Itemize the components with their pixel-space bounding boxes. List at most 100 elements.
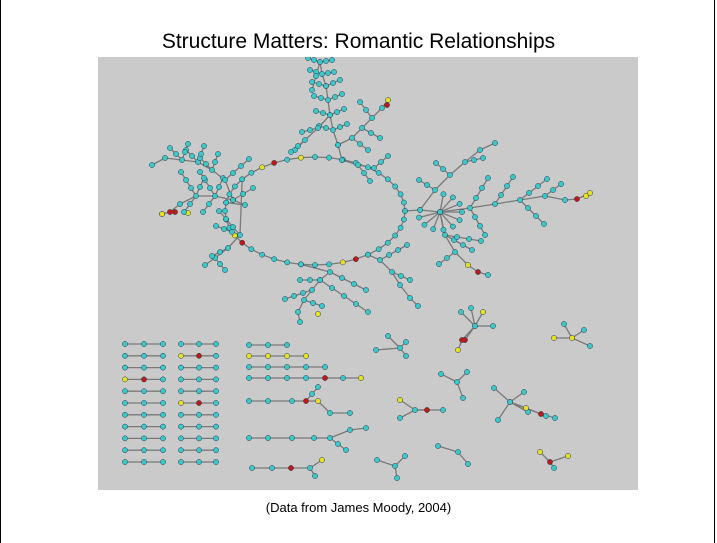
network-node <box>213 435 219 442</box>
network-node <box>340 375 346 381</box>
network-node <box>213 223 219 229</box>
network-node <box>289 435 295 441</box>
network-node <box>363 107 369 113</box>
network-node <box>460 395 466 401</box>
network-node <box>196 435 202 442</box>
network-edge <box>434 174 451 191</box>
network-node <box>213 459 219 465</box>
network-node <box>517 197 523 203</box>
network-node <box>201 175 207 181</box>
network-node <box>459 337 465 343</box>
network-node <box>217 249 223 255</box>
network-node <box>437 209 443 215</box>
network-node <box>315 398 321 404</box>
network-node <box>141 435 147 442</box>
network-edge <box>304 127 319 141</box>
network-edge <box>454 251 469 266</box>
network-node <box>551 465 557 471</box>
network-node <box>339 157 345 163</box>
network-node <box>421 221 428 228</box>
network-edge <box>375 347 401 351</box>
network-node <box>178 459 184 465</box>
network-node <box>122 376 128 383</box>
network-node <box>160 423 166 430</box>
network-node <box>398 273 404 279</box>
network-node <box>198 151 204 157</box>
network-node <box>491 385 497 391</box>
network-node <box>455 449 461 455</box>
network-node <box>469 247 475 253</box>
network-node <box>141 364 147 371</box>
network-node <box>284 259 291 266</box>
network-node <box>407 295 413 301</box>
network-node <box>365 251 371 258</box>
network-node <box>330 80 336 86</box>
network-node <box>315 384 321 390</box>
network-node <box>172 209 178 215</box>
network-node <box>492 201 498 207</box>
network-node <box>122 400 128 406</box>
network-node <box>465 262 471 268</box>
network-edge <box>224 179 234 201</box>
network-node <box>230 197 236 203</box>
network-node <box>122 364 128 371</box>
network-node <box>402 453 408 459</box>
network-node <box>377 135 383 141</box>
network-node <box>246 353 252 359</box>
network-node <box>213 352 219 359</box>
network-node <box>307 465 313 471</box>
network-edge <box>419 209 441 213</box>
network-node <box>537 449 543 455</box>
network-node <box>182 149 188 155</box>
network-node <box>485 272 491 278</box>
network-node <box>542 193 548 199</box>
network-node <box>395 247 401 253</box>
network-node <box>467 205 473 211</box>
network-node <box>178 447 184 454</box>
network-node <box>215 151 221 157</box>
network-node <box>558 181 564 187</box>
network-node <box>122 341 128 347</box>
network-node <box>178 376 184 383</box>
network-node <box>392 183 399 190</box>
source-caption: (Data from James Moody, 2004) <box>265 500 452 515</box>
network-node <box>490 323 496 329</box>
network-node <box>587 343 593 349</box>
network-node <box>196 423 202 430</box>
network-node <box>309 79 315 85</box>
network-node <box>450 223 456 230</box>
network-node <box>480 309 486 315</box>
network-node <box>298 154 304 161</box>
network-node <box>167 145 173 151</box>
network-node <box>160 376 166 383</box>
network-node <box>339 91 345 97</box>
network-node <box>329 285 335 291</box>
network-edge <box>227 234 241 249</box>
network-node <box>374 457 380 463</box>
network-node <box>466 236 472 242</box>
network-node <box>392 232 399 239</box>
network-node <box>237 232 243 238</box>
network-node <box>385 97 391 103</box>
network-node <box>430 226 437 232</box>
network-node <box>160 341 166 347</box>
network-node <box>319 303 325 309</box>
network-node <box>479 185 485 191</box>
network-node <box>303 353 309 359</box>
network-node <box>160 459 166 465</box>
network-node <box>438 371 444 377</box>
network-node <box>284 156 291 163</box>
network-node <box>284 364 290 370</box>
network-node <box>313 108 319 114</box>
network-node <box>330 127 336 133</box>
network-node <box>310 300 316 306</box>
network-node <box>507 399 513 405</box>
network-edge <box>179 195 197 205</box>
network-node <box>216 184 222 190</box>
network-node <box>303 398 309 404</box>
network-edge <box>439 211 454 227</box>
network-node <box>196 388 202 395</box>
network-node <box>456 217 463 224</box>
network-node <box>375 246 382 253</box>
network-node <box>213 411 219 418</box>
